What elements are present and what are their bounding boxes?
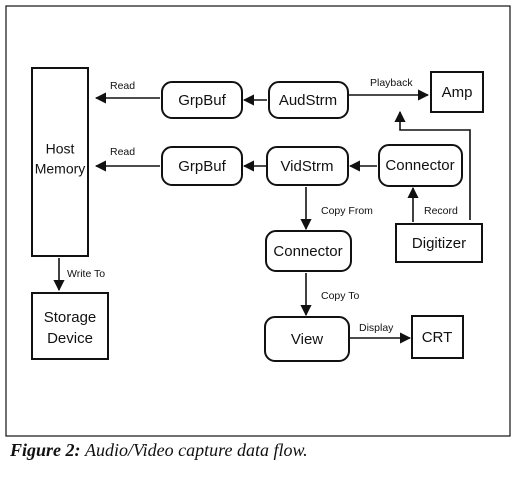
figure-caption-text: Audio/Video capture data flow.	[85, 440, 308, 460]
view-label: View	[291, 331, 323, 348]
vidstrm-label: VidStrm	[280, 158, 333, 175]
edge-label-read-video: Read	[110, 146, 135, 158]
audstrm-label: AudStrm	[279, 92, 337, 109]
digitizer-label: Digitizer	[412, 235, 466, 252]
crt-node: CRT	[411, 315, 464, 359]
digitizer-node: Digitizer	[395, 223, 483, 263]
crt-label: CRT	[422, 329, 453, 346]
edge-label-read-audio: Read	[110, 80, 135, 92]
audstrm-node: AudStrm	[268, 81, 349, 119]
host-memory-label-line1: Host	[46, 141, 75, 157]
figure-caption: Figure 2: Audio/Video capture data flow.	[10, 440, 308, 461]
edge-label-copy-to: Copy To	[321, 290, 359, 302]
amp-label: Amp	[442, 84, 473, 101]
figure-frame	[5, 5, 511, 437]
connector-mid-label: Connector	[273, 243, 342, 260]
edge-label-write-to: Write To	[67, 268, 105, 280]
edge-label-playback: Playback	[370, 77, 413, 89]
figure-caption-label: Figure 2:	[10, 440, 81, 460]
edge-label-display: Display	[359, 322, 394, 334]
view-node: View	[264, 316, 350, 362]
storage-label-line1: Storage	[44, 309, 97, 326]
host-memory-node: Host Memory	[31, 67, 89, 257]
vidstrm-node: VidStrm	[266, 146, 349, 186]
grpbuf-audio-node: GrpBuf	[161, 81, 243, 119]
connector-top-node: Connector	[378, 144, 463, 187]
host-memory-label-line2: Memory	[35, 161, 86, 177]
edge-label-copy-from: Copy From	[321, 205, 373, 217]
grpbuf-video-label: GrpBuf	[178, 158, 226, 175]
storage-device-node: Storage Device	[31, 292, 109, 360]
edge-label-record: Record	[424, 205, 458, 217]
connector-mid-node: Connector	[265, 230, 352, 272]
edge-record	[394, 110, 471, 220]
storage-label-line2: Device	[47, 330, 93, 347]
connector-top-label: Connector	[385, 157, 454, 174]
grpbuf-video-node: GrpBuf	[161, 146, 243, 186]
audio-video-capture-diagram: Read Read Playback Record Copy From Copy…	[5, 5, 511, 437]
amp-node: Amp	[430, 71, 484, 113]
grpbuf-audio-label: GrpBuf	[178, 92, 226, 109]
